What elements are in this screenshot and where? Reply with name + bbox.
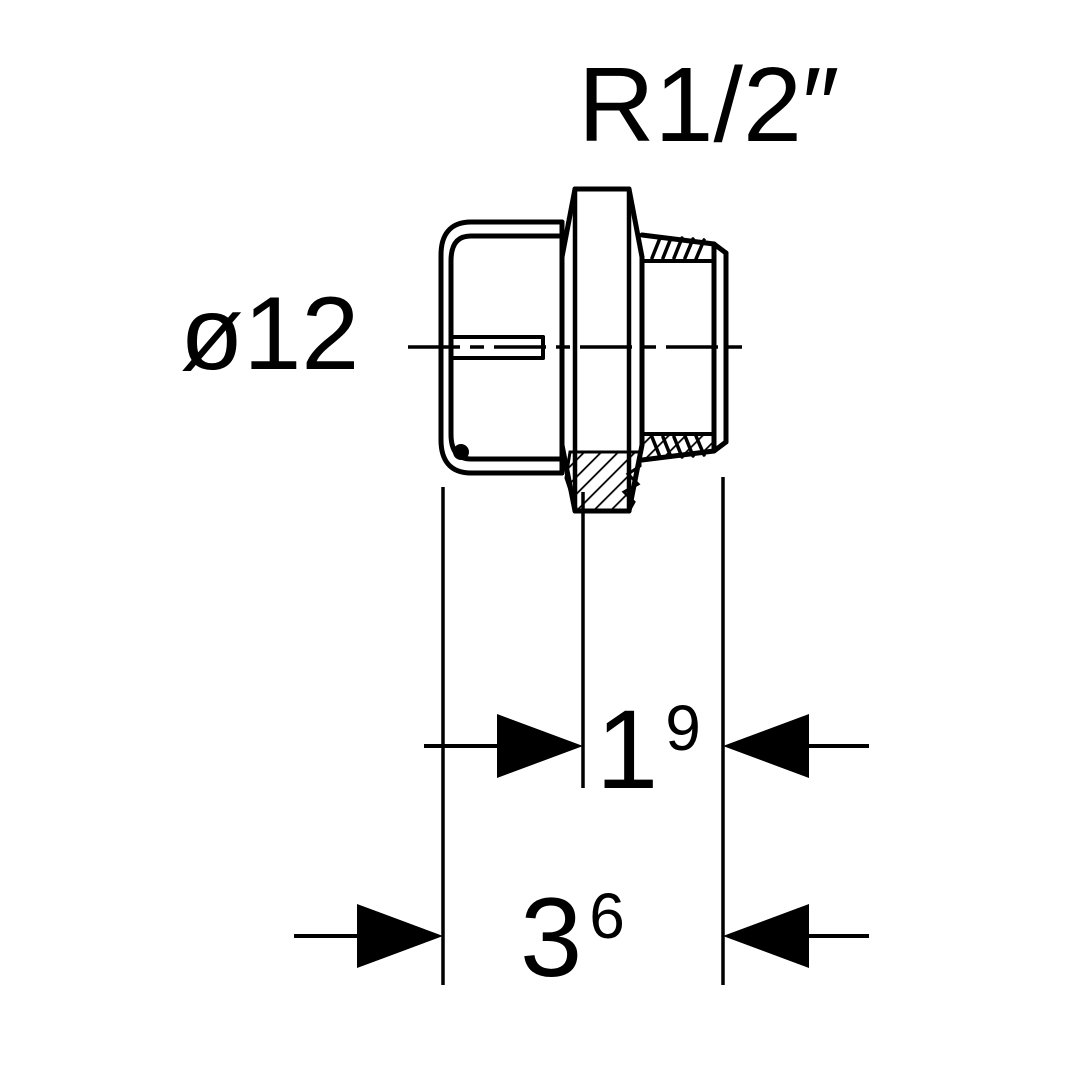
fitting-drawing	[438, 186, 729, 514]
o-ring-dot	[453, 444, 469, 460]
thread-size-label: R1/2″	[578, 46, 840, 164]
dimension-36	[294, 904, 869, 968]
dimension-19	[424, 714, 869, 778]
extension-lines	[441, 477, 725, 985]
dimension-19-superscript: 9	[665, 692, 701, 764]
dim19-arrow-left	[497, 714, 583, 778]
press-bead-outer	[438, 219, 474, 476]
diameter-label: ø12	[180, 276, 360, 392]
dim36-arrow-left	[357, 904, 443, 968]
dimension-19-label: 1 9	[596, 694, 701, 806]
dim19-arrow-right	[723, 714, 809, 778]
dimension-36-label: 3 6	[520, 882, 625, 994]
hatch-region-thread	[642, 434, 714, 460]
dimension-19-main: 1	[596, 687, 659, 812]
dimension-36-superscript: 6	[589, 880, 625, 952]
dim36-arrow-right	[723, 904, 809, 968]
dimension-36-main: 3	[520, 875, 583, 1000]
hatch-region-hex-section	[564, 450, 642, 513]
